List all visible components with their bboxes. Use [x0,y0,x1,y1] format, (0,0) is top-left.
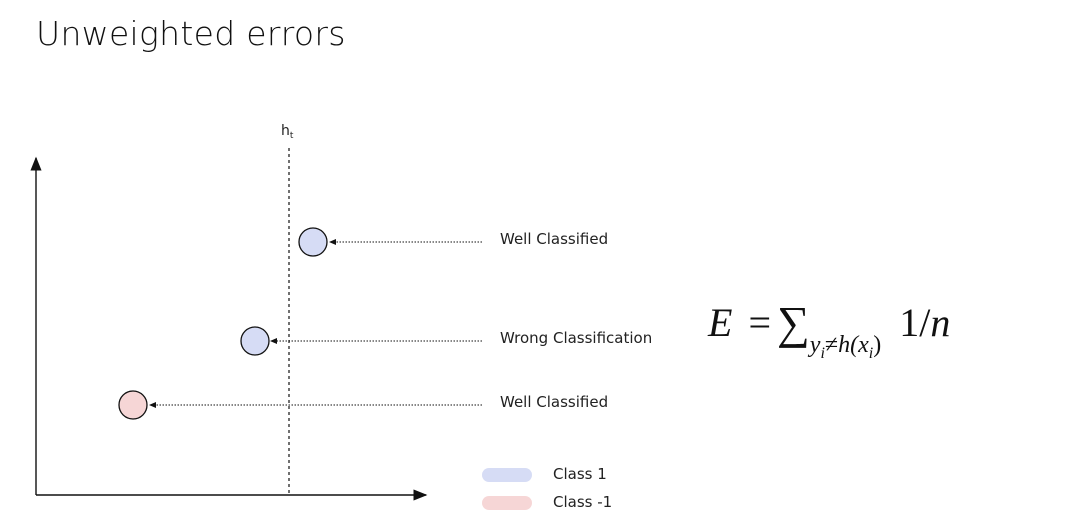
point-class-neg1-well [118,390,148,420]
legend-swatch-class-1 [482,468,532,482]
threshold-label-sub: t [289,131,294,141]
formula-sub-i1: i [820,345,825,362]
legend-label-class-1: Class 1 [553,465,607,483]
formula-sub-i2: i [868,345,874,362]
formula-sub-close: ) [873,332,882,358]
formula-rhs-num: 1/ [899,300,931,345]
formula-sub-y: y [809,332,821,358]
formula-equals: = [748,300,771,345]
formula-rhs: 1/n [899,300,950,345]
annotation-label-1: Well Classified [500,230,609,248]
formula-sub-h: h(x [838,332,869,358]
error-formula: E =∑yi≠h(xi) 1/n [708,296,950,363]
slide-title: Unweighted errors [36,14,346,53]
formula-lhs: E [708,300,733,345]
point-class-1-wrong [240,326,270,356]
legend-label-class-neg1: Class -1 [553,493,613,511]
annotation-label-2: Wrong Classification [500,329,653,347]
formula-rhs-den: n [930,300,951,345]
point-class-1-well [298,227,328,257]
threshold-label-main: h [281,123,290,139]
formula-sigma: ∑ [777,297,810,348]
formula-sub-neq: ≠ [824,332,839,358]
threshold-label: ht [281,123,293,141]
formula-subscript: yi≠h(xi) [809,332,882,362]
legend-swatch-class-neg1 [482,496,532,510]
annotation-label-3: Well Classified [500,393,609,411]
